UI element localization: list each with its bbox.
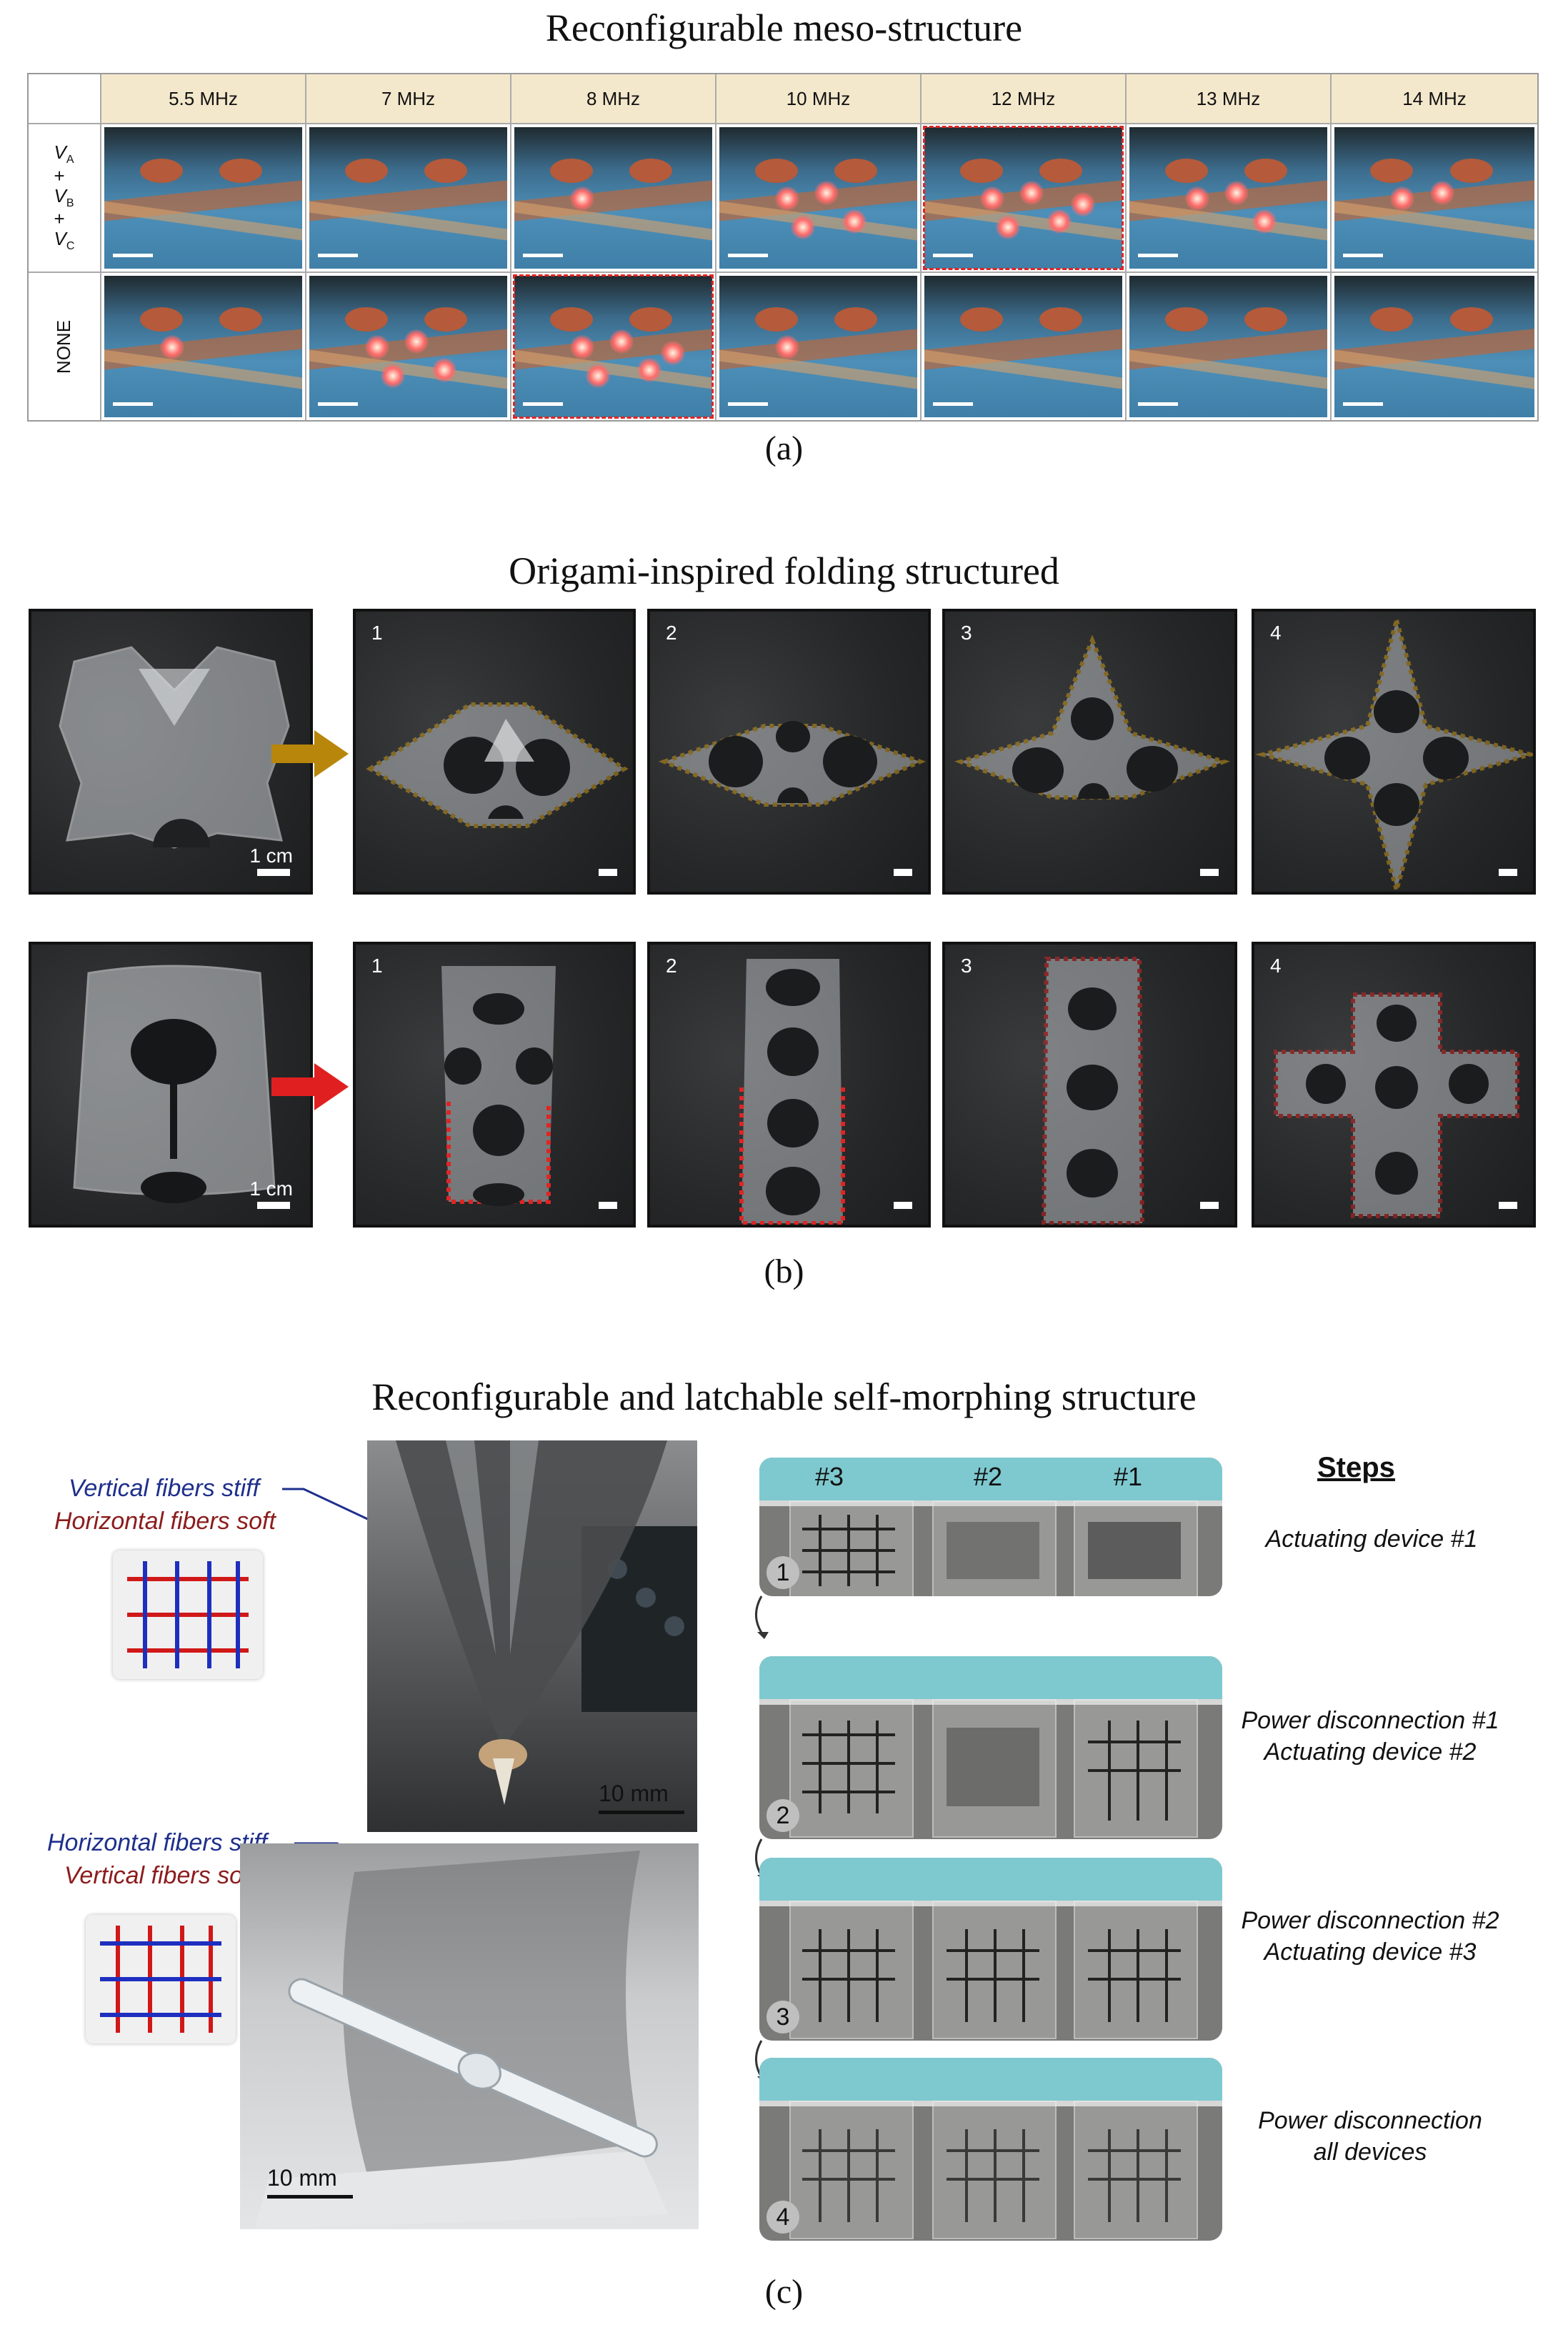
arrow-right-icon <box>271 730 349 777</box>
highlight-box <box>513 274 714 419</box>
scale-bar <box>599 869 617 876</box>
freq-header: 13 MHz <box>1127 74 1332 124</box>
panel-c-title: Reconfigurable and latchable self-morphi… <box>371 1375 1197 1418</box>
led-photo-cell <box>716 124 922 273</box>
led-photo-cell <box>1332 273 1537 420</box>
fold-photo-top: 10 mm <box>367 1440 697 1832</box>
caption-b: (b) <box>764 1253 804 1290</box>
led-photo-cell <box>922 273 1127 420</box>
led-photo-cell <box>511 124 716 273</box>
step-number: 4 <box>1270 622 1282 644</box>
scale-bar <box>1499 869 1517 876</box>
curved-arrow-icon <box>755 1595 769 1639</box>
step-number: 2 <box>666 622 677 644</box>
step-photo-3: 3 <box>759 1858 1222 2041</box>
caption-c: (c) <box>764 2273 804 2311</box>
scale-bar <box>599 1811 684 1814</box>
step-number-badge: 2 <box>766 1799 799 1832</box>
step-number: 4 <box>1270 955 1282 977</box>
scale-bar <box>267 2195 353 2199</box>
fiber-text-soft: Horizontal fibers soft <box>54 1508 276 1535</box>
highlight-box <box>923 126 1124 270</box>
scale-label: 1 cm <box>249 845 293 867</box>
led-photo-cell <box>306 273 511 420</box>
fiber-text-stiff: Vertical fibers stiff <box>69 1475 260 1502</box>
origami-step-photo: 1 <box>353 942 636 1228</box>
step-number: 2 <box>666 955 677 977</box>
step-number-badge: 1 <box>766 1556 799 1589</box>
step-number: 3 <box>961 955 972 977</box>
scale-bar <box>1200 1202 1219 1209</box>
led-photo-cell <box>1332 124 1537 273</box>
led-photo-cell <box>101 124 306 273</box>
panel-b-title: Origami-inspired folding structured <box>509 549 1059 592</box>
origami-step-photo: 3 <box>942 942 1237 1228</box>
scale-label: 10 mm <box>267 2165 337 2191</box>
origami-step-photo: 3 <box>942 609 1237 895</box>
device-label: #2 <box>974 1462 1003 1491</box>
steps-header: Steps <box>1317 1452 1395 1483</box>
step-number: 1 <box>371 622 383 644</box>
step-photo-2: 2 <box>759 1656 1222 1839</box>
origami-step-photo: 4 <box>1252 609 1536 895</box>
arrow-right-icon <box>271 1063 349 1110</box>
panel-a-title: Reconfigurable meso-structure <box>545 6 1023 49</box>
fiber-grid-icon <box>86 1915 236 2043</box>
step-photo-4: 4 <box>759 2058 1222 2241</box>
row-label-vabc: VA + VB + VC <box>29 124 101 273</box>
led-photo-cell <box>1127 273 1332 420</box>
fold-photo-bottom: 10 mm <box>240 1843 699 2229</box>
step-description: Actuating device #1 <box>1265 1525 1478 1553</box>
freq-header: 10 MHz <box>716 74 922 124</box>
led-photo-cell <box>716 273 922 420</box>
freq-header: 7 MHz <box>306 74 511 124</box>
scale-label: 1 cm <box>249 1178 293 1200</box>
frequency-grid: 5.5 MHz 7 MHz 8 MHz 10 MHz 12 MHz 13 MHz… <box>27 73 1539 422</box>
freq-header: 12 MHz <box>922 74 1127 124</box>
grid-corner <box>29 74 101 124</box>
step-number-badge: 4 <box>766 2201 799 2234</box>
step-number-badge: 3 <box>766 2001 799 2033</box>
origami-step-photo: 1 <box>353 609 636 895</box>
scale-bar <box>894 869 912 876</box>
fiber-grid-icon <box>113 1550 263 1679</box>
step-number: 3 <box>961 622 972 644</box>
freq-header: 5.5 MHz <box>101 74 306 124</box>
fiber-text-stiff: Horizontal fibers stiff <box>47 1829 267 1856</box>
row-label-none: NONE <box>29 273 101 420</box>
origami-start-photo-1: 1 cm <box>29 609 313 895</box>
fiber-text-soft: Vertical fibers soft <box>64 1862 256 1889</box>
step-photo-1: #3 #2 #1 1 <box>759 1458 1222 1596</box>
led-photo-cell <box>306 124 511 273</box>
origami-step-photo: 2 <box>647 609 931 895</box>
led-photo-cell <box>922 124 1127 273</box>
device-label: #3 <box>815 1462 844 1491</box>
scale-bar <box>257 869 290 876</box>
freq-header: 14 MHz <box>1332 74 1537 124</box>
scale-bar <box>257 1202 290 1209</box>
scale-bar <box>599 1202 617 1209</box>
freq-header: 8 MHz <box>511 74 716 124</box>
origami-step-photo: 4 <box>1252 942 1536 1228</box>
caption-a: (a) <box>764 429 804 467</box>
led-photo-cell <box>511 273 716 420</box>
device-label: #1 <box>1114 1462 1143 1491</box>
origami-start-photo-2: 1 cm <box>29 942 313 1228</box>
step-number: 1 <box>371 955 383 977</box>
led-photo-cell <box>101 273 306 420</box>
scale-bar <box>1200 869 1219 876</box>
scale-bar <box>1499 1202 1517 1209</box>
led-photo-cell <box>1127 124 1332 273</box>
origami-step-photo: 2 <box>647 942 931 1228</box>
scale-bar <box>894 1202 912 1209</box>
scale-label: 10 mm <box>599 1781 669 1806</box>
